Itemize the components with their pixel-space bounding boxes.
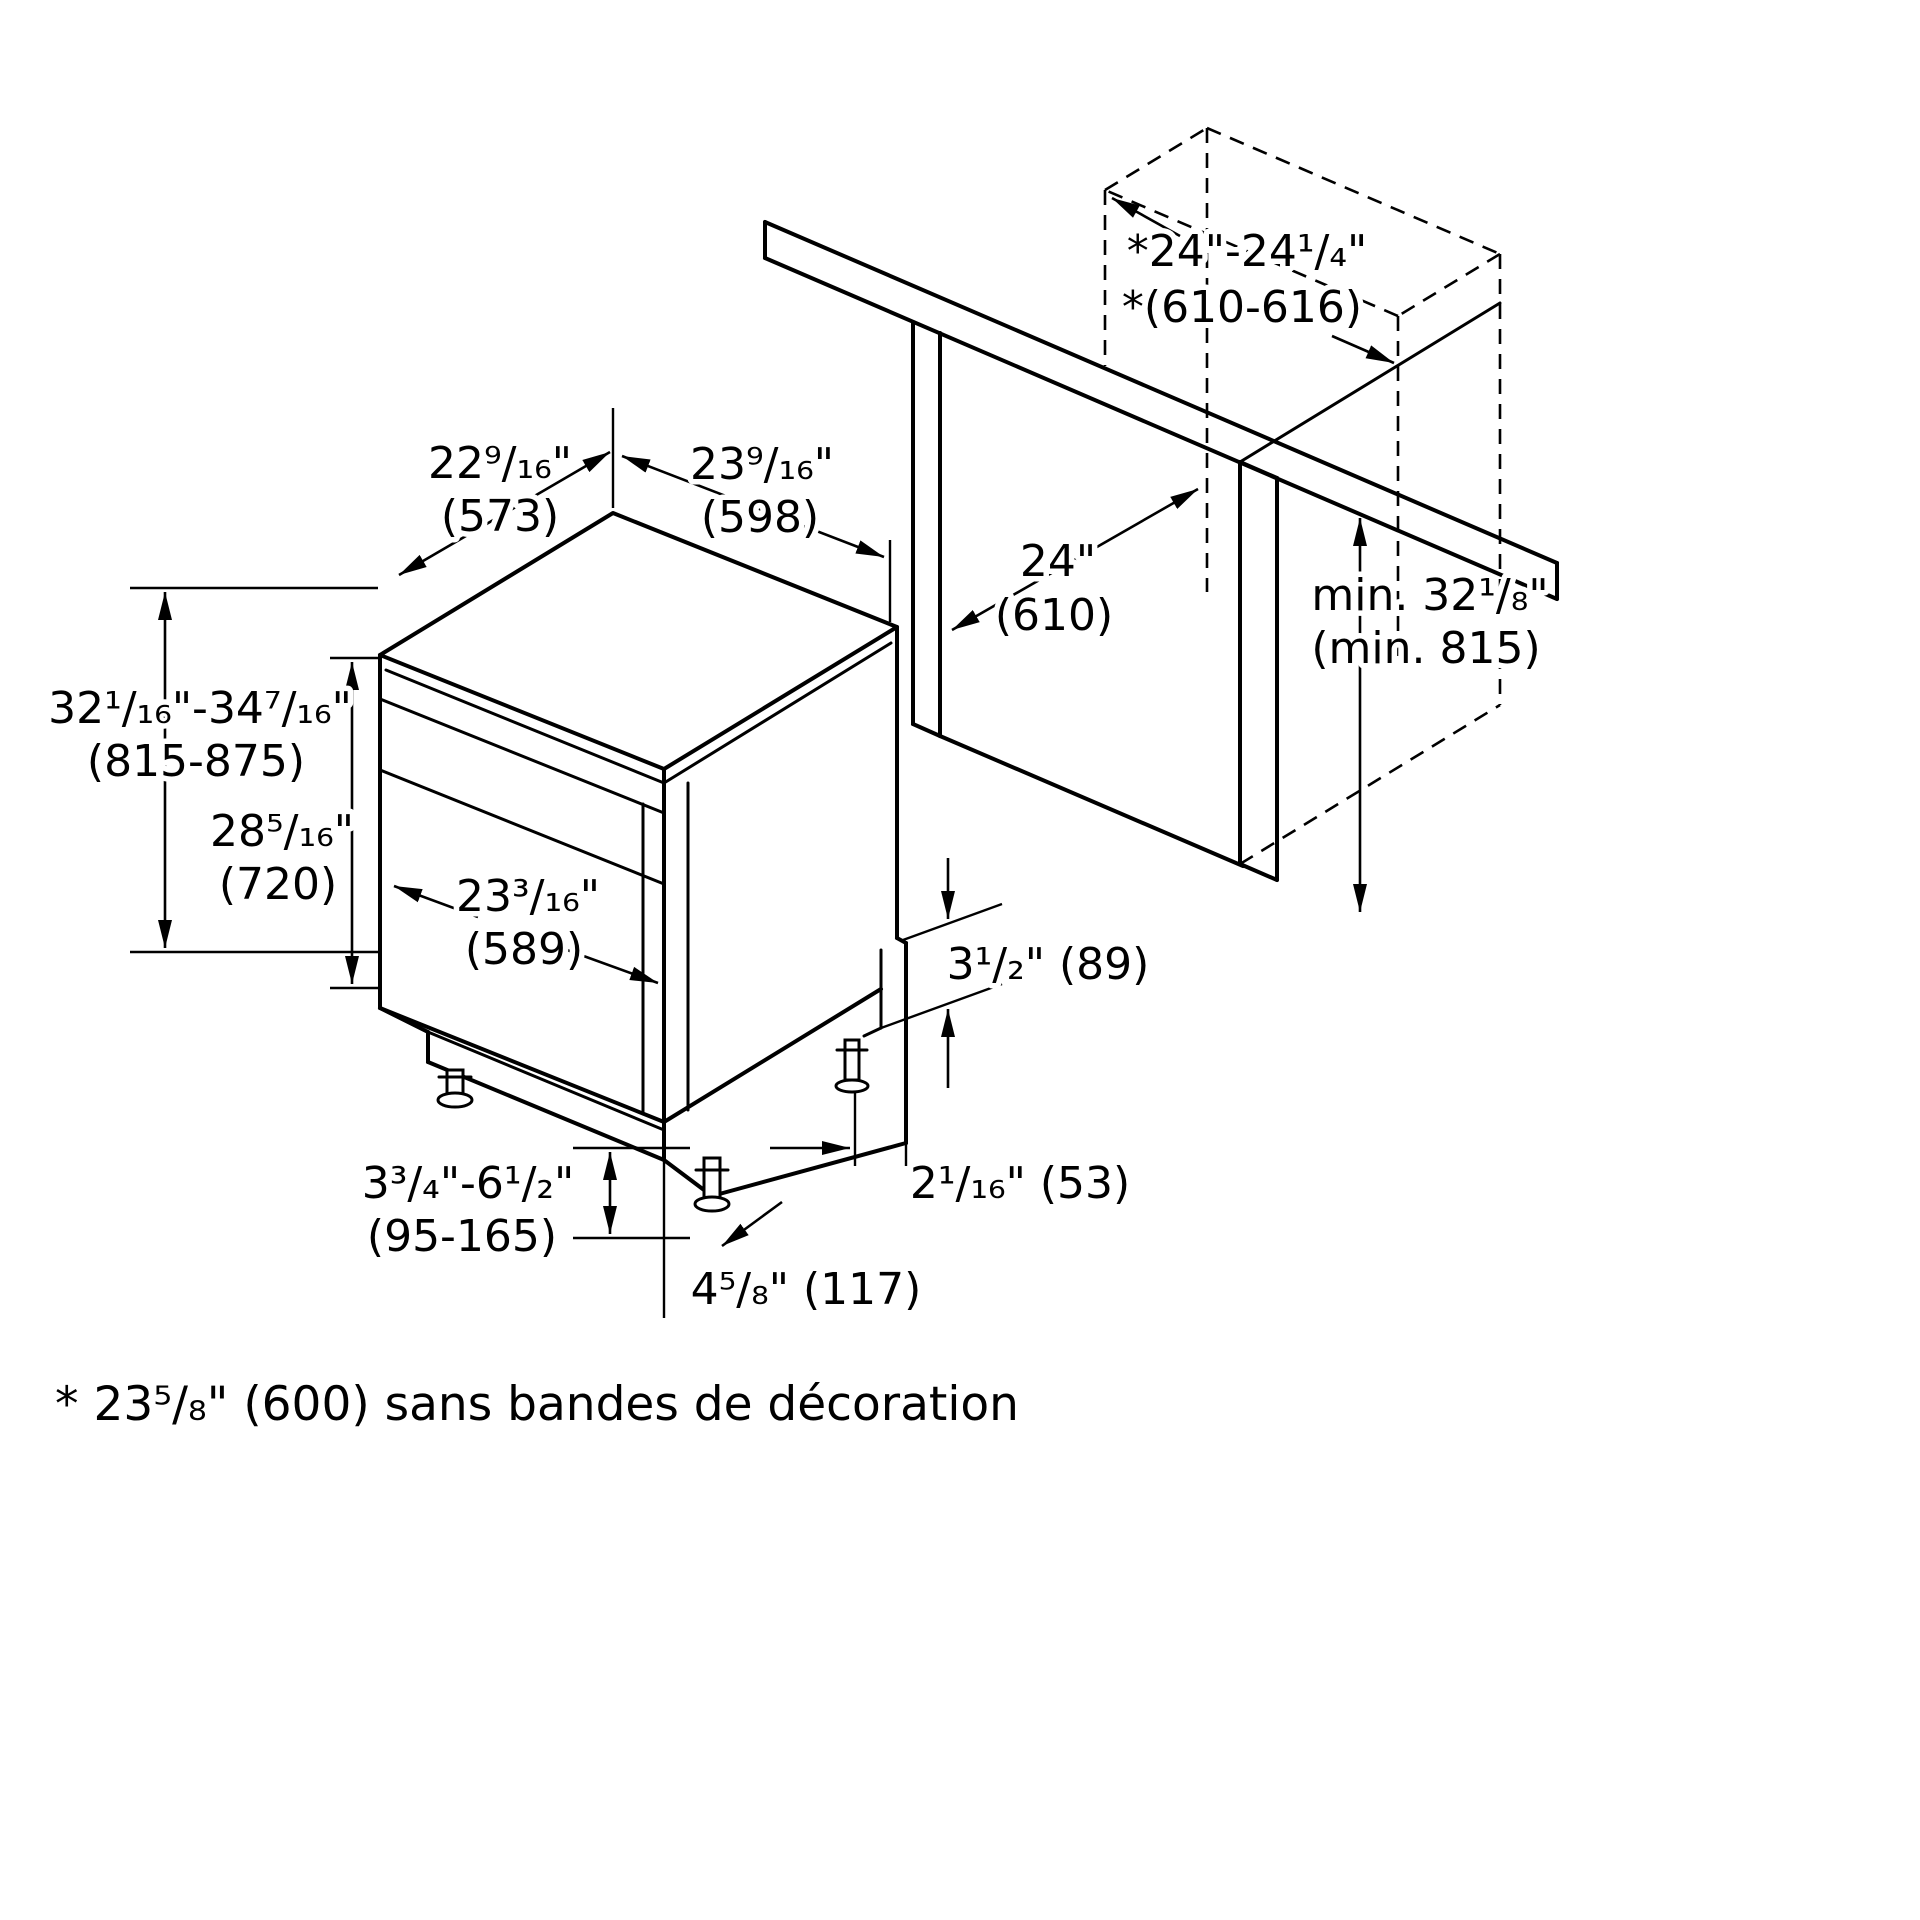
counter-top-edge <box>763 220 1559 565</box>
dim-top-depth-arrow <box>398 450 611 577</box>
label-niche-depth-in: 24" <box>1020 536 1096 587</box>
foot-stem <box>843 1038 861 1082</box>
footnote: * 23⁵/₈" (600) sans bandes de décoration <box>55 1377 1019 1432</box>
dim-cutout-width-right-arrow <box>1331 334 1395 365</box>
cutout-top-left-edge <box>1104 126 1208 192</box>
label-top-width-in: 23⁹/₁₆" <box>690 439 834 490</box>
leveling-foot-front-right <box>693 1156 731 1213</box>
label-niche-depth-mm: (610) <box>995 590 1113 641</box>
top-rim-side-line <box>662 641 893 785</box>
plinth-top-edge <box>426 1030 666 1132</box>
label-overall-height-mm: (815-875) <box>87 736 305 787</box>
dim-top-width-arrow <box>621 454 885 559</box>
label-cutout-width-mm: *(610-616) <box>1122 282 1362 333</box>
ext-toe-kick-upper <box>902 902 1003 942</box>
foot-stem <box>702 1156 722 1200</box>
dim-door-width-left-arrow <box>393 884 479 919</box>
label-top-depth-in: 22⁹/₁₆" <box>428 438 572 489</box>
counter-and-cabinets <box>763 220 1559 882</box>
foot-base <box>693 1195 731 1213</box>
foot-base <box>834 1078 870 1094</box>
label-niche-height-in: min. 32¹/₈" <box>1311 570 1548 621</box>
right-cabinet-panel-top-edge <box>1238 460 1279 480</box>
label-body-height-mm: (720) <box>219 859 337 910</box>
counter-bottom-edge <box>763 256 1559 601</box>
extension-lines <box>130 408 1003 1318</box>
base-step-line <box>378 1006 430 1034</box>
dishwasher-drawing <box>378 511 908 1213</box>
door-bottom-edge <box>378 1006 666 1124</box>
ext-toe-kick-lower <box>880 982 1003 1030</box>
cutout-top-front-edge <box>1104 188 1399 318</box>
label-foot-offset: 4⁵/₈" (117) <box>691 1264 922 1315</box>
niche-back-top-edge <box>1238 301 1502 464</box>
toe-kick-notch-bottom <box>862 1026 883 1038</box>
dim-cutout-width-left-arrow <box>1111 196 1181 238</box>
dim-niche-depth-arrow <box>951 487 1199 632</box>
dimension-labels: 22⁹/₁₆" (573) 23⁹/₁₆" (598) 24" (610) *2… <box>43 221 1555 1438</box>
left-cabinet-panel-bottom-edge <box>911 722 942 738</box>
right-cabinet-panel-bottom-edge <box>1238 862 1279 882</box>
foot-base <box>436 1091 474 1109</box>
cutout-top-back-edge <box>1206 126 1501 256</box>
leveling-foot-front-left <box>436 1068 474 1109</box>
label-body-height-in: 28⁵/₁₆" <box>210 806 354 857</box>
label-top-depth-mm: (573) <box>441 491 559 542</box>
label-rear-offset: 2¹/₁₆" (53) <box>910 1158 1130 1209</box>
label-door-width-in: 23³/₁₆" <box>456 871 600 922</box>
label-door-width-mm: (589) <box>465 924 583 975</box>
label-overall-height-in: 32¹/₁₆"-34⁷/₁₆" <box>48 683 352 734</box>
top-rim-front-line <box>384 668 666 785</box>
label-cutout-width-in: *24"-24¹/₄" <box>1127 226 1367 277</box>
label-leg-range-mm: (95-165) <box>367 1211 557 1262</box>
dim-door-width-right-arrow <box>555 944 659 985</box>
control-panel-bottom-line <box>378 768 666 886</box>
dimension-arrows <box>158 196 1395 1248</box>
control-panel-top-line <box>378 697 666 815</box>
leveling-foot-rear <box>834 1038 870 1094</box>
label-leg-range-in: 3³/₄"-6¹/₂" <box>362 1158 575 1209</box>
floor-back-edge-hidden <box>1239 703 1501 866</box>
cutout-dashed-box <box>1103 126 1502 705</box>
side-bottom-edge <box>662 987 883 1124</box>
dim-foot-offset-arrow <box>721 1200 783 1248</box>
floor-front-edge <box>938 734 1245 868</box>
cutout-top-right-edge <box>1397 252 1501 318</box>
label-niche-height-mm: (min. 815) <box>1311 623 1540 674</box>
base-side-bottom-edge <box>710 1141 908 1198</box>
label-top-width-mm: (598) <box>701 492 819 543</box>
label-toe-kick: 3¹/₂" (89) <box>947 939 1150 990</box>
